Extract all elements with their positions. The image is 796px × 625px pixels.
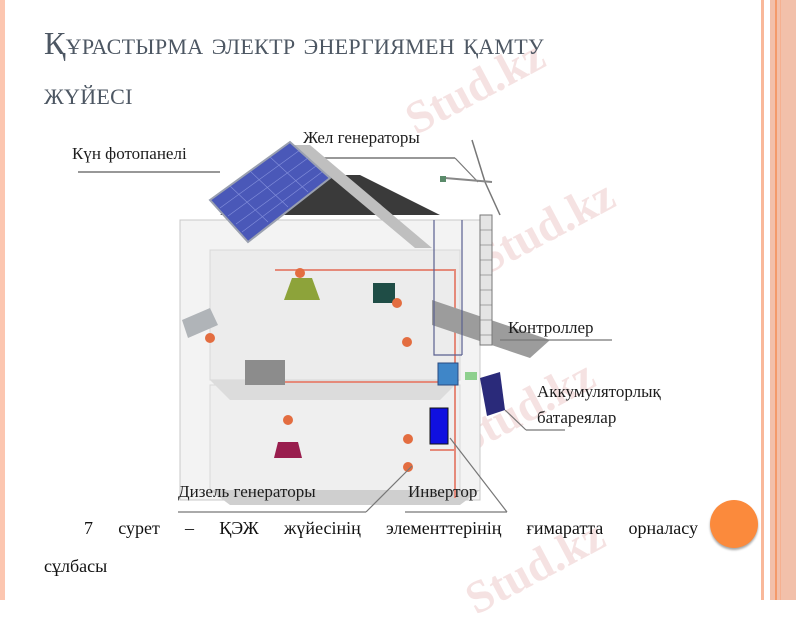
- title-line-2: жүйесі: [44, 75, 133, 111]
- label-battery-line-2: батареялар: [537, 408, 617, 427]
- orange-circle-decoration: [710, 500, 758, 548]
- caption-line-2: сұлбасы: [44, 556, 108, 576]
- label-solar-panel: Күн фотопанелі: [72, 144, 187, 163]
- house-energy-diagram: Күн фотопанелі Жел генераторы Контроллер…: [60, 120, 720, 515]
- label-wind-generator: Жел генераторы: [303, 128, 420, 147]
- title-line-1: Құрастырма электр энергиямен қамту: [44, 25, 544, 61]
- label-battery-line-1: Аккумуляторлық: [537, 382, 661, 401]
- house-illustration: [78, 139, 612, 513]
- label-inverter: Инвертор: [408, 482, 478, 501]
- right-decorative-stripes: [761, 0, 796, 600]
- left-decorative-stripe: [0, 0, 5, 600]
- caption-line-1: 7 сурет – ҚЭЖ жүйесінің элементтерінің ғ…: [84, 518, 698, 538]
- label-diesel-generator: Дизель генераторы: [178, 482, 316, 501]
- label-controller: Контроллер: [508, 318, 594, 337]
- slide-title: Құрастырма электр энергиямен қамту жүйес…: [44, 20, 724, 116]
